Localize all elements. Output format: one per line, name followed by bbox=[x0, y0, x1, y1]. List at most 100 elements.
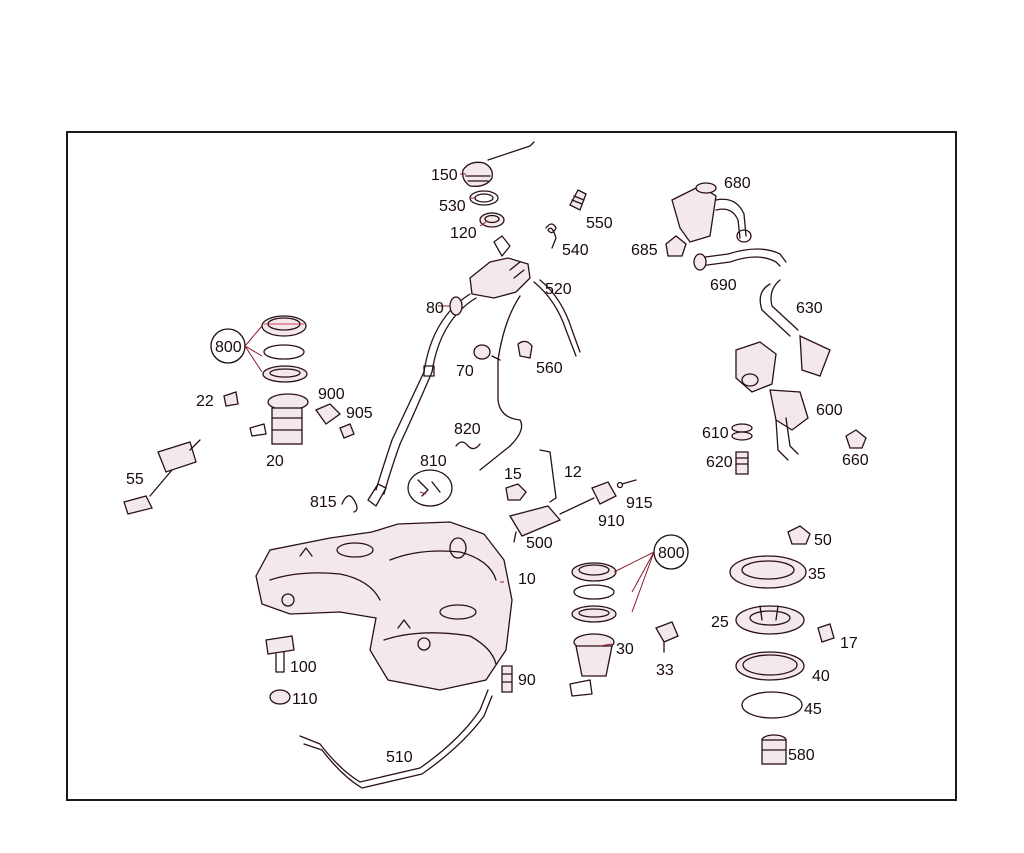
label-100: 100 bbox=[290, 659, 317, 676]
label-50: 50 bbox=[814, 532, 832, 549]
part-33-valve bbox=[655, 621, 679, 653]
label-33: 33 bbox=[656, 662, 674, 679]
part-120-ring bbox=[479, 212, 505, 228]
part-35-lock-ring bbox=[729, 555, 807, 589]
part-680-valve-assembly bbox=[671, 182, 752, 243]
part-660-nut bbox=[845, 429, 867, 449]
label-530: 530 bbox=[439, 198, 466, 215]
label-900: 900 bbox=[318, 386, 345, 403]
label-80: 80 bbox=[426, 300, 444, 317]
label-630: 630 bbox=[796, 300, 823, 317]
part-900-connector bbox=[315, 403, 342, 425]
label-905: 905 bbox=[346, 405, 373, 422]
label-40: 40 bbox=[812, 668, 830, 685]
label-120: 120 bbox=[450, 225, 477, 242]
part-800-left-oring bbox=[263, 344, 305, 360]
part-600-canister-assembly bbox=[735, 341, 809, 461]
part-915-pin bbox=[616, 479, 637, 489]
part-580-filter bbox=[761, 734, 787, 765]
part-30-pump-module bbox=[569, 633, 615, 697]
part-22-clip bbox=[223, 391, 239, 407]
label-12: 12 bbox=[564, 464, 582, 481]
label-45: 45 bbox=[804, 701, 822, 718]
label-540: 540 bbox=[562, 242, 589, 259]
label-580: 580 bbox=[788, 747, 815, 764]
label-815: 815 bbox=[310, 494, 337, 511]
part-630-hose bbox=[759, 279, 831, 377]
part-10-fuel-tank bbox=[255, 521, 513, 691]
label-610: 610 bbox=[702, 425, 729, 442]
label-30: 30 bbox=[616, 641, 634, 658]
part-45-oring bbox=[741, 691, 803, 719]
part-labels: 150 530 120 550 540 520 80 70 560 820 81… bbox=[126, 167, 869, 766]
label-685: 685 bbox=[631, 242, 658, 259]
part-800-right-flange bbox=[571, 605, 617, 623]
part-500-sensor bbox=[508, 505, 562, 543]
part-100-screw bbox=[265, 635, 295, 673]
part-17-clip bbox=[817, 623, 835, 643]
part-520-filler-pipe bbox=[367, 235, 581, 507]
part-800-right-lock-ring bbox=[571, 562, 617, 582]
label-820: 820 bbox=[454, 421, 481, 438]
part-690-hose bbox=[693, 248, 787, 271]
label-110: 110 bbox=[292, 691, 318, 708]
label-620: 620 bbox=[706, 454, 733, 471]
label-22: 22 bbox=[196, 393, 214, 410]
part-550-hose-piece bbox=[569, 189, 587, 211]
label-70: 70 bbox=[456, 363, 474, 380]
part-810-wrench bbox=[407, 469, 453, 507]
part-150-filler-cap bbox=[462, 141, 535, 187]
part-820-clip bbox=[455, 441, 481, 450]
callout-800-left bbox=[210, 325, 263, 373]
diagram-frame bbox=[66, 131, 957, 801]
label-20: 20 bbox=[266, 453, 284, 470]
part-40-seal bbox=[735, 651, 805, 681]
label-500: 500 bbox=[526, 535, 553, 552]
part-510-strap bbox=[299, 689, 493, 789]
label-550: 550 bbox=[586, 215, 613, 232]
part-55-level-sensor bbox=[123, 439, 201, 515]
part-800-left-lock-ring bbox=[261, 315, 307, 337]
label-510: 510 bbox=[386, 749, 413, 766]
label-10: 10 bbox=[518, 571, 536, 588]
part-20-fuel-pump bbox=[249, 393, 309, 445]
label-680: 680 bbox=[724, 175, 751, 192]
label-520: 520 bbox=[545, 281, 572, 298]
part-620-bolt bbox=[735, 451, 749, 475]
part-800-right-oring bbox=[573, 584, 615, 600]
label-600: 600 bbox=[816, 402, 843, 419]
part-610-grommet bbox=[731, 423, 753, 441]
label-690: 690 bbox=[710, 277, 737, 294]
label-90: 90 bbox=[518, 672, 536, 689]
label-915: 915 bbox=[626, 495, 653, 512]
label-810: 810 bbox=[420, 453, 447, 470]
part-685-nut bbox=[665, 235, 687, 257]
part-80-washer bbox=[449, 296, 463, 316]
part-90-bolt bbox=[501, 665, 513, 693]
label-800-left: 800 bbox=[215, 339, 242, 356]
label-25: 25 bbox=[711, 614, 729, 631]
label-560: 560 bbox=[536, 360, 563, 377]
label-55: 55 bbox=[126, 471, 144, 488]
label-35: 35 bbox=[808, 566, 826, 583]
part-70-grommet bbox=[473, 344, 501, 361]
part-910-connector bbox=[559, 481, 617, 515]
callout-800-right bbox=[613, 534, 689, 613]
part-50-nut bbox=[787, 525, 811, 545]
part-815-clip bbox=[341, 495, 358, 513]
part-540-spring-clip bbox=[545, 223, 557, 249]
part-15-nut bbox=[505, 483, 527, 501]
part-12-bracket bbox=[539, 449, 557, 503]
label-660: 660 bbox=[842, 452, 869, 469]
part-25-flange bbox=[735, 605, 805, 635]
label-150: 150 bbox=[431, 167, 458, 184]
part-800-left-flange bbox=[262, 365, 308, 383]
leader-lines bbox=[419, 173, 613, 647]
part-110-cap bbox=[269, 689, 291, 705]
label-15: 15 bbox=[504, 466, 522, 483]
part-560-clamp bbox=[517, 340, 533, 359]
part-905-plug bbox=[339, 423, 355, 439]
label-17: 17 bbox=[840, 635, 858, 652]
label-800-right: 800 bbox=[658, 545, 685, 562]
